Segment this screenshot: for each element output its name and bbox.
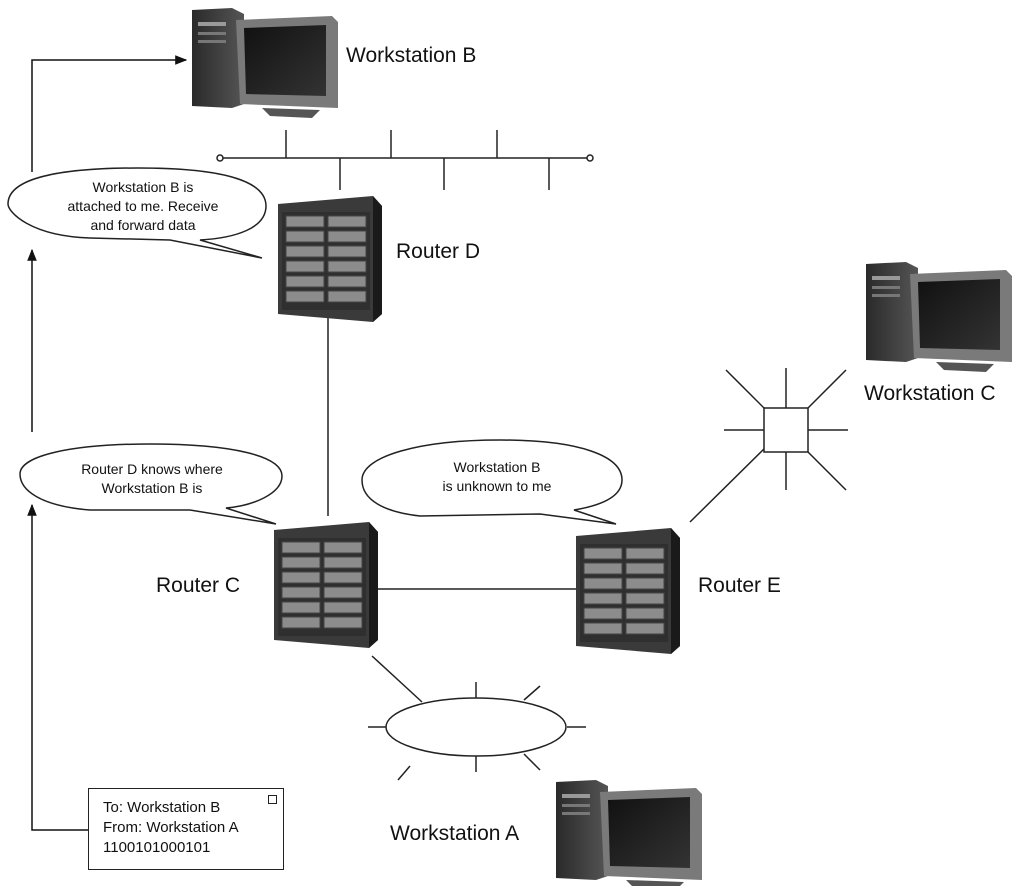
router-e-icon — [575, 527, 681, 655]
router-c-icon — [273, 521, 379, 649]
packet-from: From: Workstation A — [103, 819, 239, 836]
workstation-c-icon — [866, 262, 1012, 372]
bubble-router-e-text: Workstation B is unknown to me — [442, 459, 552, 494]
bus-network — [216, 130, 594, 190]
router-e-label: Router E — [698, 574, 781, 597]
bubble-router-d-text: Workstation B is attached to me. Receive… — [67, 179, 219, 233]
data-packet: To: Workstation B From: Workstation A 11… — [88, 788, 284, 870]
packet-corner-icon — [268, 795, 277, 804]
speech-bubbles — [7, 167, 623, 525]
bubble-router-c — [19, 443, 283, 525]
network-links — [327, 310, 767, 590]
packet-bits: 1100101000101 — [103, 839, 211, 856]
router-d-label: Router D — [396, 240, 481, 263]
router-c-label: Router C — [156, 574, 241, 597]
workstation-b-label: Workstation B — [346, 44, 477, 67]
router-d-icon — [277, 195, 383, 323]
workstation-c-label: Workstation C — [864, 382, 996, 405]
ring-network — [368, 655, 586, 781]
packet-to: To: Workstation B — [103, 799, 221, 816]
workstation-a-icon — [556, 780, 702, 886]
workstation-a-label: Workstation A — [390, 822, 520, 845]
workstation-b-icon — [192, 8, 338, 118]
bubble-router-e — [361, 439, 623, 525]
bubble-router-c-text: Router D knows where Workstation B is — [81, 461, 223, 496]
star-network — [724, 368, 848, 491]
bubble-router-d — [7, 167, 267, 259]
packet-path-arrows — [27, 55, 188, 831]
